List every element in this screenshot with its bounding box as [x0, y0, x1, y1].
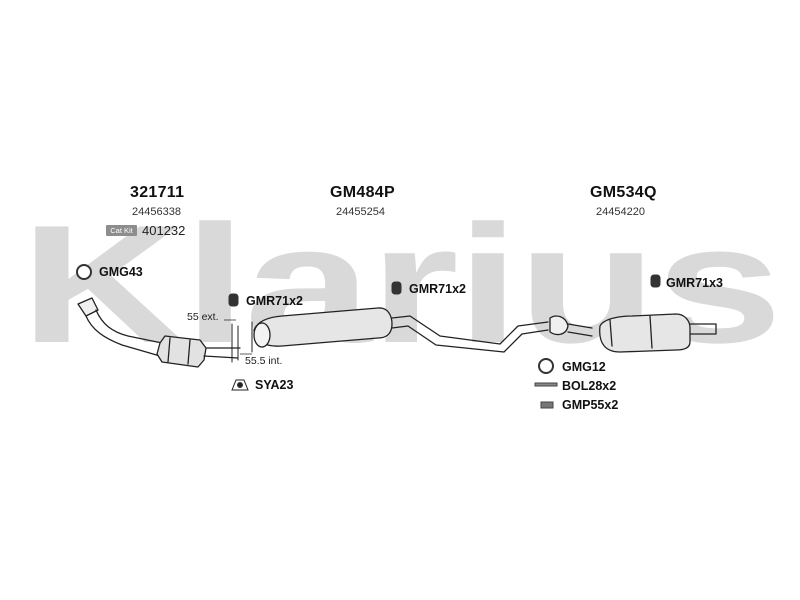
cat-part-number: 321711 — [130, 184, 185, 201]
rear-silencer-oem-number: 24454220 — [596, 206, 645, 218]
gmr71x3-label: GMR71x3 — [666, 276, 723, 290]
catalytic-converter — [156, 335, 207, 368]
gmr71-mount-icon — [391, 281, 402, 295]
gmg43-label: GMG43 — [99, 265, 143, 279]
gmr71-mount-icon — [228, 293, 239, 307]
gmr71x2-label-middle: GMR71x2 — [409, 282, 466, 296]
front-silencer — [253, 307, 393, 347]
gmg12-gasket-icon — [538, 358, 554, 374]
front-silencer-part-number: GM484P — [330, 184, 395, 201]
rear-silencer-part-number: GM534Q — [590, 184, 657, 201]
gmr71x2-label-front: GMR71x2 — [246, 294, 303, 308]
mount-icons — [228, 274, 661, 409]
middle-pipe — [391, 315, 549, 345]
bol28x2-label: BOL28x2 — [562, 379, 617, 393]
cat-kit-number: 401232 — [142, 223, 186, 238]
gmg43-gasket-icon — [76, 264, 92, 280]
gmg12-label: GMG12 — [562, 360, 606, 374]
cat-oem-number: 24456338 — [132, 206, 181, 218]
ext-dimension-note: 55 ext. — [187, 311, 219, 323]
gmp55x2-label: GMP55x2 — [562, 398, 619, 412]
down-pipe — [85, 315, 161, 357]
front-flange — [77, 297, 99, 317]
gmr71-mount-icon — [650, 274, 661, 288]
tailpipe — [689, 323, 717, 335]
front-silencer-oem-number: 24455254 — [336, 206, 385, 218]
int-dimension-note: 55.5 int. — [245, 355, 283, 367]
bol28-bolt-icon — [534, 382, 558, 387]
rear-silencer — [599, 313, 691, 353]
cat-kit-badge: Cat Kit — [106, 225, 137, 236]
sya23-label: SYA23 — [255, 378, 294, 392]
gmp55-pad-icon — [540, 401, 554, 409]
